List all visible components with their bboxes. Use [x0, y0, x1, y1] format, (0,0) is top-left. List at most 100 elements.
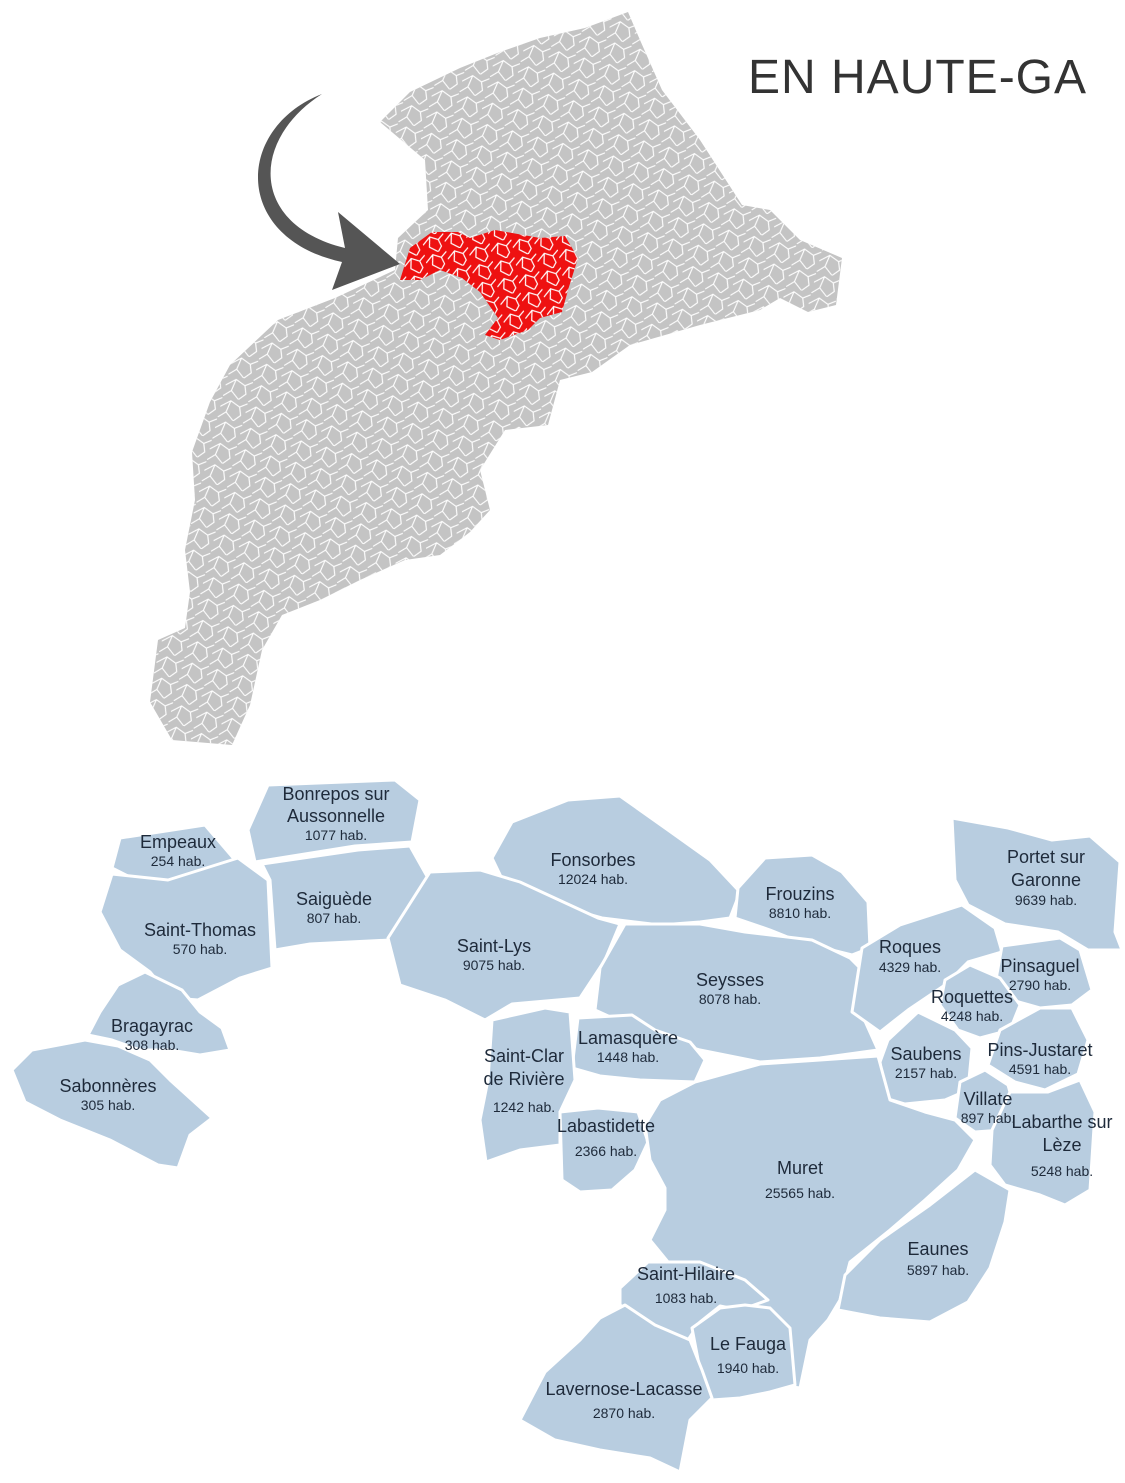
region-portet: [950, 816, 1124, 952]
commune-name: Eaunes: [907, 1239, 968, 1259]
commune-name: Lavernose-Lacasse: [545, 1379, 702, 1399]
commune-name: Saint-Lys: [457, 936, 531, 956]
commune-pop: 2366 hab.: [575, 1143, 637, 1159]
commune-pop: 4329 hab.: [879, 959, 941, 975]
commune-name-line1: Bonrepos sur: [282, 784, 389, 804]
label-le-fauga: Le Fauga 1940 hab.: [710, 1334, 787, 1376]
commune-name: Roques: [879, 937, 941, 957]
commune-pop: 12024 hab.: [558, 871, 628, 887]
label-bonrepos: Bonrepos sur Aussonnelle 1077 hab.: [282, 784, 389, 843]
commune-name-line2: Garonne: [1011, 870, 1081, 890]
label-villate: Villate 897 hab.: [961, 1089, 1016, 1126]
region-saint-thomas: [98, 856, 274, 1002]
commune-name: Le Fauga: [710, 1334, 787, 1354]
commune-pop: 1448 hab.: [597, 1049, 659, 1065]
label-pins-justaret: Pins-Justaret 4591 hab.: [987, 1040, 1092, 1077]
region-roques: [850, 903, 1004, 1034]
label-eaunes: Eaunes 5897 hab.: [907, 1239, 969, 1278]
label-saint-lys: Saint-Lys 9075 hab.: [457, 936, 531, 973]
commune-pop: 5248 hab.: [1031, 1163, 1093, 1179]
commune-name: Pins-Justaret: [987, 1040, 1092, 1060]
commune-pop: 4591 hab.: [1009, 1061, 1071, 1077]
commune-name: Saint-Thomas: [144, 920, 256, 940]
commune-name-line2: Lèze: [1042, 1135, 1081, 1155]
commune-pop: 254 hab.: [151, 853, 206, 869]
commune-pop: 1940 hab.: [717, 1360, 779, 1376]
region-muret: [643, 1054, 977, 1390]
commune-name: Labastidette: [557, 1116, 655, 1136]
region-labarthe: [988, 1078, 1097, 1207]
region-lamasquere: [570, 1013, 707, 1084]
label-pinsaguel: Pinsaguel 2790 hab.: [1000, 956, 1079, 993]
label-muret: Muret 25565 hab.: [765, 1158, 835, 1201]
headline: EN HAUTE-GA: [748, 51, 1088, 104]
label-saint-clar: Saint-Clar de Rivière 1242 hab.: [483, 1046, 564, 1115]
region-lavernose: [518, 1303, 714, 1474]
commune-pop: 1242 hab.: [493, 1099, 555, 1115]
label-fonsorbes: Fonsorbes 12024 hab.: [550, 850, 635, 887]
label-lamasquere: Lamasquère 1448 hab.: [578, 1028, 678, 1065]
commune-name: Lamasquère: [578, 1028, 678, 1048]
label-bragayrac: Bragayrac 308 hab.: [111, 1016, 193, 1053]
commune-name: Frouzins: [765, 884, 834, 904]
commune-name-line1: Portet sur: [1007, 847, 1085, 867]
commune-name: Seysses: [696, 970, 764, 990]
commune-pop: 2790 hab.: [1009, 977, 1071, 993]
commune-pop: 9075 hab.: [463, 957, 525, 973]
commune-pop: 570 hab.: [173, 941, 228, 957]
commune-name: Sabonnères: [59, 1076, 156, 1096]
communes-map: [10, 778, 1124, 1474]
commune-pop: 2870 hab.: [593, 1405, 655, 1421]
region-bragayrac: [86, 970, 232, 1057]
commune-pop: 5897 hab.: [907, 1262, 969, 1278]
commune-name: Saint-Hilaire: [637, 1264, 735, 1284]
region-labastidette: [558, 1106, 650, 1194]
commune-name: Saiguède: [296, 889, 372, 909]
commune-pop: 807 hab.: [307, 910, 362, 926]
label-frouzins: Frouzins 8810 hab.: [765, 884, 834, 921]
commune-name: Villate: [964, 1089, 1013, 1109]
highlighted-area: [400, 230, 578, 340]
commune-name: Bragayrac: [111, 1016, 193, 1036]
commune-borders: [150, 12, 842, 745]
commune-name: Muret: [777, 1158, 823, 1178]
department-map: [150, 12, 842, 745]
label-saint-thomas: Saint-Thomas 570 hab.: [144, 920, 256, 957]
commune-name: Fonsorbes: [550, 850, 635, 870]
label-saint-hilaire: Saint-Hilaire 1083 hab.: [637, 1264, 735, 1306]
region-eaunes: [836, 1168, 1012, 1324]
commune-pop: 4248 hab.: [941, 1008, 1003, 1024]
curved-arrow-icon: [257, 94, 400, 290]
commune-pop: 1077 hab.: [305, 827, 367, 843]
commune-pop: 305 hab.: [81, 1097, 136, 1113]
label-sabonneres: Sabonnères 305 hab.: [59, 1076, 156, 1113]
commune-name-line1: Labarthe sur: [1011, 1112, 1112, 1132]
region-bonrepos: [246, 778, 422, 864]
commune-name-line2: Aussonnelle: [287, 806, 385, 826]
commune-name: Saubens: [890, 1044, 961, 1064]
highlighted-borders: [400, 230, 578, 340]
label-roquettes: Roquettes 4248 hab.: [931, 987, 1013, 1024]
commune-name-line2: de Rivière: [483, 1069, 564, 1089]
label-saiguede: Saiguède 807 hab.: [296, 889, 372, 926]
commune-pop: 308 hab.: [125, 1037, 180, 1053]
label-labastidette: Labastidette 2366 hab.: [557, 1116, 655, 1159]
commune-pop: 8810 hab.: [769, 905, 831, 921]
commune-name: Pinsaguel: [1000, 956, 1079, 976]
commune-pop: 8078 hab.: [699, 991, 761, 1007]
region-pins-justaret: [986, 1006, 1090, 1092]
commune-name: Roquettes: [931, 987, 1013, 1007]
region-sabonneres: [10, 1038, 214, 1170]
commune-name: Empeaux: [140, 832, 216, 852]
commune-pop: 9639 hab.: [1015, 892, 1077, 908]
label-labarthe: Labarthe sur Lèze 5248 hab.: [1011, 1112, 1112, 1179]
label-roques: Roques 4329 hab.: [879, 937, 941, 975]
label-saubens: Saubens 2157 hab.: [890, 1044, 961, 1081]
commune-labels: Empeaux 254 hab. Bonrepos sur Aussonnell…: [59, 784, 1112, 1421]
commune-pop: 25565 hab.: [765, 1185, 835, 1201]
label-lavernose: Lavernose-Lacasse 2870 hab.: [545, 1379, 702, 1421]
label-portet: Portet sur Garonne 9639 hab.: [1007, 847, 1085, 908]
label-seysses: Seysses 8078 hab.: [696, 970, 764, 1007]
commune-name-line1: Saint-Clar: [484, 1046, 564, 1066]
